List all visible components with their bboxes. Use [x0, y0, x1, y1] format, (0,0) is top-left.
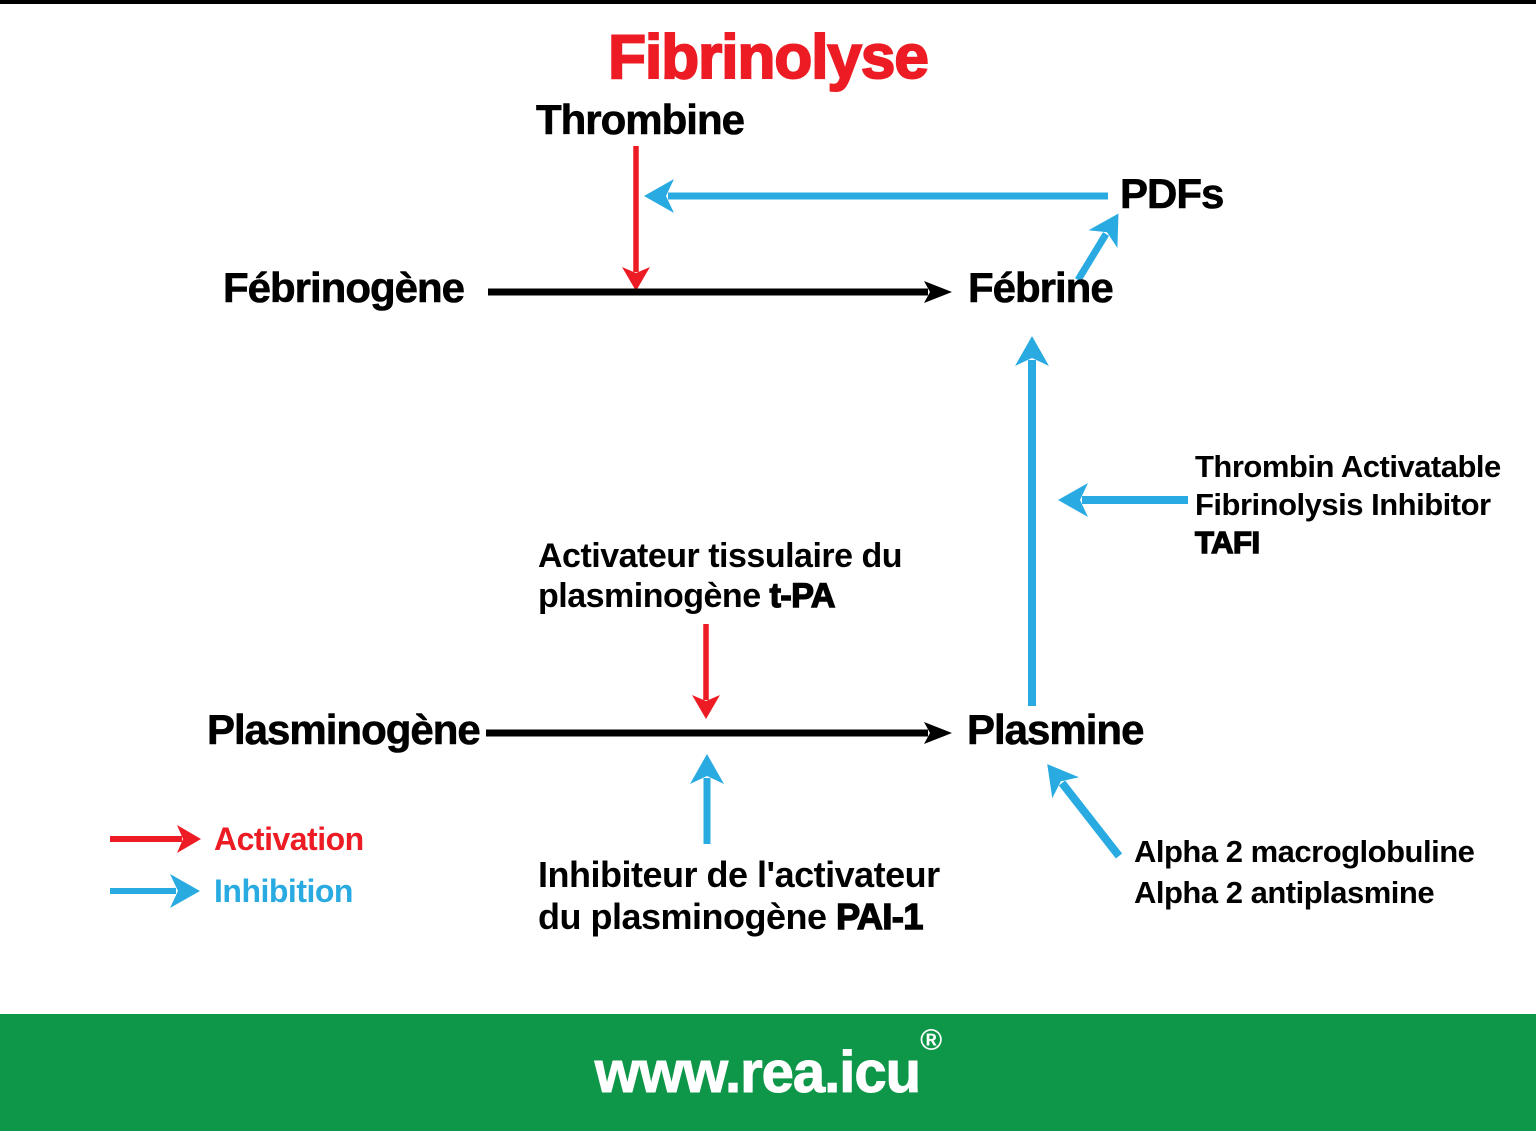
node-febrine: Fébrine	[968, 264, 1114, 312]
tpa-abbr: t-PA	[769, 576, 836, 615]
tafi-line3: TAFI	[1194, 524, 1260, 560]
alpha-line1: Alpha 2 macroglobuline	[1134, 834, 1475, 869]
pai1-abbr: PAI-1	[835, 895, 924, 937]
node-thrombine: Thrombine	[536, 96, 746, 144]
footer-bar: www.rea.icu®	[0, 1014, 1536, 1131]
node-pdfs: PDFs	[1120, 170, 1225, 218]
node-plasmine: Plasmine	[967, 706, 1145, 754]
tafi-line2: Fibrinolysis Inhibitor	[1195, 487, 1491, 522]
label-tpa: Activateur tissulaire du plasminogène t-…	[538, 536, 903, 616]
node-febrinogene: Fébrinogène	[223, 264, 466, 312]
legend-inhibition-label: Inhibition	[214, 873, 353, 909]
tpa-line1: Activateur tissulaire du	[538, 537, 903, 575]
arrow-alpha-inhibition	[1047, 764, 1123, 859]
alpha-line2: Alpha 2 antiplasmine	[1134, 875, 1435, 910]
pai1-line2: du plasminogène PAI-1	[538, 895, 940, 938]
label-pai1: Inhibiteur de l'activateur du plasminogè…	[538, 854, 940, 938]
footer-url-text: www.rea.icu	[594, 1040, 921, 1106]
node-plasminogene: Plasminogène	[207, 706, 481, 754]
tpa-line2-text: plasminogène	[538, 577, 761, 615]
top-border-line	[0, 0, 1536, 4]
label-alpha: Alpha 2 macroglobuline Alpha 2 antiplasm…	[1134, 831, 1475, 913]
tpa-line2: plasminogène t-PA	[538, 576, 902, 616]
tafi-line1: Thrombin Activatable	[1195, 449, 1501, 484]
pai1-line2-text: du plasminogène	[538, 896, 827, 937]
legend-activation-label: Activation	[214, 821, 364, 857]
label-tafi: Thrombin Activatable Fibrinolysis Inhibi…	[1194, 448, 1501, 562]
diagram-title: Fibrinolyse	[607, 22, 930, 93]
footer-url: www.rea.icu®	[594, 1025, 942, 1106]
pai1-line1: Inhibiteur de l'activateur	[538, 854, 940, 895]
registered-mark: ®	[920, 1023, 942, 1057]
arrow-febrine-to-pdfs	[1075, 213, 1119, 282]
